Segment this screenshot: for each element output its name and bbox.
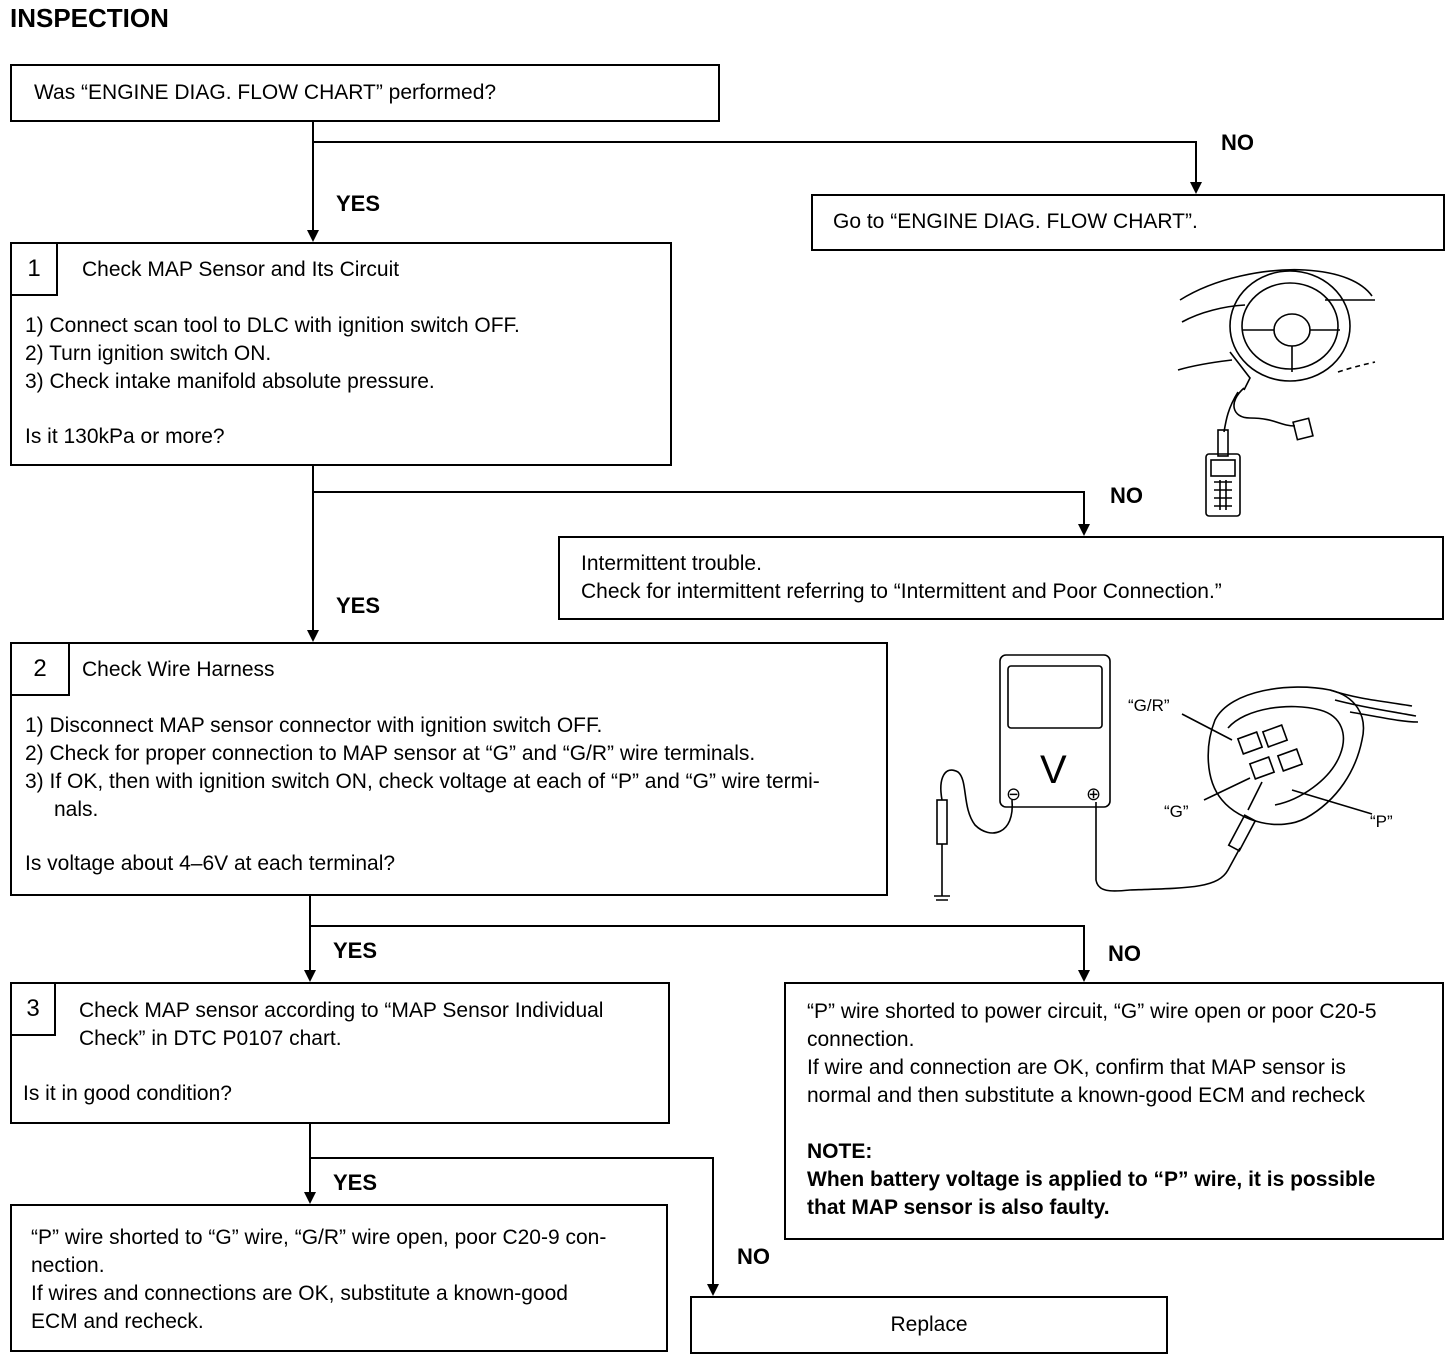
note-line-1: When battery voltage is applied to “P” w…: [807, 1168, 1376, 1191]
wire-label-g-r: “G/R”: [1128, 696, 1170, 715]
arrow-step1-no: [1078, 524, 1090, 536]
arrow-step3-yes: [304, 1192, 316, 1204]
voltmeter-symbol: V: [1040, 748, 1067, 792]
step3-question: Is it in good condition?: [23, 1082, 232, 1105]
label-yes-step1: YES: [336, 593, 381, 618]
label-no-step1: NO: [1110, 483, 1143, 508]
connector-start-no: [313, 141, 1197, 184]
ground-symbol: [934, 844, 950, 901]
step3-title-line-1: Check MAP sensor according to “MAP Senso…: [79, 999, 604, 1022]
wire-label-p: “P”: [1370, 812, 1393, 831]
negative-lead: [940, 769, 1013, 834]
step1-line-1: 1) Connect scan tool to DLC with ignitio…: [25, 314, 520, 337]
step1-title: Check MAP Sensor and Its Circuit: [82, 258, 400, 281]
goto-flowchart-box: Go to “ENGINE DIAG. FLOW CHART”.: [811, 194, 1445, 251]
arrow-start-yes: [307, 230, 319, 242]
probe-tip: [1247, 781, 1263, 811]
negative-probe: [936, 799, 948, 845]
step2-question: Is voltage about 4–6V at each terminal?: [25, 852, 396, 875]
scan-tool-device: [1205, 429, 1241, 517]
step2-line-2: 2) Check for proper connection to MAP se…: [25, 742, 756, 765]
label-no-start: NO: [1221, 130, 1254, 155]
voltmeter-plus-terminal: ⊕: [1086, 784, 1102, 804]
connector-step3-no: [310, 1157, 714, 1286]
step2-number: 2: [10, 642, 70, 696]
step1-number: 1: [10, 242, 58, 296]
step1-box: 1 Check MAP Sensor and Its Circuit 1) Co…: [10, 242, 672, 466]
leader-p: [1291, 789, 1373, 815]
goto-flowchart-text: Go to “ENGINE DIAG. FLOW CHART”.: [833, 210, 1198, 233]
leader-g: [1203, 777, 1251, 801]
label-yes-step2: YES: [333, 938, 378, 963]
shorted-g-line-4: ECM and recheck.: [31, 1310, 204, 1333]
label-yes-step3: YES: [333, 1170, 378, 1195]
note-label: NOTE:: [807, 1140, 873, 1163]
intermittent-trouble-box: Intermittent trouble. Check for intermit…: [558, 536, 1444, 620]
label-no-step3: NO: [737, 1244, 770, 1269]
shorted-g-line-1: “P” wire shorted to “G” wire, “G/R” wire…: [31, 1226, 607, 1249]
connector-step2-no: [310, 925, 1085, 972]
dashboard-steering-wheel: [1177, 268, 1376, 441]
step1-line-3: 3) Check intake manifold absolute pressu…: [25, 370, 435, 393]
shorted-power-line-3: If wire and connection are OK, confirm t…: [807, 1056, 1346, 1079]
step3-number: 3: [10, 982, 56, 1036]
step2-title: Check Wire Harness: [82, 658, 275, 681]
shorted-power-line-1: “P” wire shorted to power circuit, “G” w…: [807, 1000, 1377, 1023]
step2-box: 2 Check Wire Harness 1) Disconnect MAP s…: [10, 642, 888, 896]
step2-line-1: 1) Disconnect MAP sensor connector with …: [25, 714, 603, 737]
label-yes-start: YES: [336, 191, 381, 216]
voltmeter-minus-terminal: ⊖: [1006, 784, 1022, 804]
shorted-g-box: “P” wire shorted to “G” wire, “G/R” wire…: [10, 1204, 668, 1352]
shorted-power-line-4: normal and then substitute a known-good …: [807, 1084, 1365, 1107]
positive-probe: [1227, 814, 1257, 852]
arrow-step2-yes: [304, 970, 316, 982]
leader-g-r: [1181, 713, 1233, 741]
arrow-step1-yes: [307, 630, 319, 642]
voltmeter-body: [999, 654, 1111, 808]
step1-question: Is it 130kPa or more?: [25, 425, 225, 448]
shorted-g-line-2: nection.: [31, 1254, 105, 1277]
arrow-start-no: [1190, 182, 1202, 194]
step3-box: 3 Check MAP sensor according to “MAP Sen…: [10, 982, 670, 1124]
step2-line-4: nals.: [54, 798, 99, 821]
map-sensor-connector: [1207, 686, 1419, 826]
note-line-2: that MAP sensor is also faulty.: [807, 1196, 1110, 1219]
replace-text: Replace: [890, 1313, 968, 1336]
shorted-power-box: “P” wire shorted to power circuit, “G” w…: [784, 982, 1444, 1240]
start-question-text: Was “ENGINE DIAG. FLOW CHART” performed?: [34, 81, 497, 104]
intermittent-line-1: Intermittent trouble.: [581, 552, 762, 575]
arrow-step3-no: [707, 1284, 719, 1296]
wire-label-g: “G”: [1164, 802, 1189, 821]
arrow-step2-no: [1078, 970, 1090, 982]
shorted-g-line-3: If wires and connections are OK, substit…: [31, 1282, 568, 1305]
step2-line-3: 3) If OK, then with ignition switch ON, …: [25, 770, 820, 793]
step3-title-line-2: Check” in DTC P0107 chart.: [79, 1027, 342, 1050]
replace-box: Replace: [690, 1296, 1168, 1354]
intermittent-line-2: Check for intermittent referring to “Int…: [581, 580, 1222, 603]
start-question-box: Was “ENGINE DIAG. FLOW CHART” performed?: [10, 64, 720, 122]
page-title: INSPECTION: [10, 3, 169, 33]
voltmeter-display: [1007, 665, 1103, 729]
step1-line-2: 2) Turn ignition switch ON.: [25, 342, 272, 365]
positive-lead: [1095, 802, 1241, 892]
connector-step1-no: [313, 491, 1085, 526]
shorted-power-line-2: connection.: [807, 1028, 915, 1051]
label-no-step2: NO: [1108, 941, 1141, 966]
